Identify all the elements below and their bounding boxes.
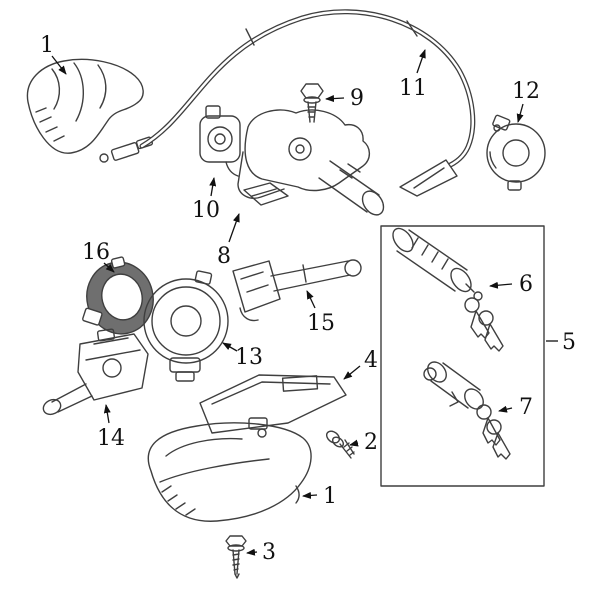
leader-line bbox=[416, 49, 426, 74]
callout-label-7: 7 bbox=[519, 395, 533, 420]
callout-16-angle-sensor: 16 bbox=[82, 240, 115, 273]
lower-column-cover-drawing bbox=[147, 417, 312, 522]
callout-label-9: 9 bbox=[350, 86, 364, 111]
bolt-drawing bbox=[300, 83, 324, 123]
callout-1-upper-cover: 1 bbox=[40, 33, 67, 75]
callout-label-12: 12 bbox=[512, 79, 540, 104]
callout-11-cable: 11 bbox=[399, 49, 427, 101]
callout-label-6: 6 bbox=[519, 272, 533, 297]
callout-8-housing: 8 bbox=[217, 213, 240, 269]
angle-sensor-drawing bbox=[82, 256, 154, 335]
leader-line bbox=[51, 55, 67, 75]
leader-line bbox=[302, 491, 318, 499]
callout-12-sensor: 12 bbox=[512, 79, 540, 123]
leader-line bbox=[516, 103, 524, 123]
leader-line bbox=[103, 262, 115, 273]
leader-line bbox=[222, 342, 238, 352]
leader-line bbox=[103, 404, 111, 424]
callout-1-lower-cover: 1 bbox=[302, 484, 337, 509]
trim-panel-drawing bbox=[199, 374, 347, 434]
callout-6-key-cylinder: 6 bbox=[489, 272, 533, 297]
callout-label-14: 14 bbox=[97, 426, 125, 451]
leader-line bbox=[349, 439, 359, 447]
callout-label-11: 11 bbox=[399, 76, 427, 101]
screw-3-drawing bbox=[225, 535, 247, 579]
callout-14-combination-switch: 14 bbox=[97, 404, 125, 451]
release-cable-drawing bbox=[139, 9, 476, 197]
callout-5-group-box: 5 bbox=[546, 330, 576, 355]
key-cylinder-6-drawing bbox=[392, 227, 504, 352]
wiper-switch-drawing bbox=[232, 259, 362, 322]
callout-label-4: 4 bbox=[364, 348, 378, 373]
ignition-switch-drawing bbox=[199, 105, 241, 177]
leader-line bbox=[498, 405, 513, 413]
callout-label-1-top: 1 bbox=[40, 33, 54, 58]
leader-line bbox=[246, 548, 258, 556]
callout-label-16: 16 bbox=[82, 240, 110, 265]
callout-label-3: 3 bbox=[262, 540, 276, 565]
callout-label-15: 15 bbox=[307, 311, 335, 336]
callout-7-lock-cylinder: 7 bbox=[498, 395, 533, 420]
leader-line bbox=[325, 95, 345, 103]
combination-switch-drawing bbox=[42, 328, 149, 416]
callout-9-bolt: 9 bbox=[325, 86, 364, 111]
callout-13-clock-spring: 13 bbox=[222, 342, 263, 370]
group-box-drawing bbox=[380, 225, 545, 487]
callout-label-13: 13 bbox=[235, 345, 263, 370]
callout-3-screw: 3 bbox=[246, 540, 276, 565]
callout-4-trim-panel: 4 bbox=[343, 348, 378, 380]
sensor-12-drawing bbox=[486, 114, 546, 191]
leader-line bbox=[209, 177, 217, 197]
leader-line bbox=[343, 365, 361, 380]
leader-line bbox=[306, 290, 316, 309]
callout-2-screw: 2 bbox=[349, 430, 378, 455]
leader-line bbox=[228, 213, 240, 243]
callout-label-2: 2 bbox=[364, 430, 378, 455]
callout-label-1-bottom: 1 bbox=[323, 484, 337, 509]
screw-2-drawing bbox=[325, 430, 355, 459]
leader-line bbox=[489, 281, 513, 289]
callout-label-8: 8 bbox=[217, 244, 231, 269]
upper-column-cover-drawing bbox=[26, 58, 154, 163]
clock-spring-drawing bbox=[143, 270, 229, 382]
lock-cylinder-7-drawing bbox=[423, 361, 511, 460]
callout-15-wiper-switch: 15 bbox=[306, 290, 335, 336]
callout-10-switch: 10 bbox=[192, 177, 220, 223]
lock-housing-drawing bbox=[237, 109, 385, 216]
callout-label-10: 10 bbox=[192, 198, 220, 223]
callout-label-5: 5 bbox=[562, 330, 576, 355]
